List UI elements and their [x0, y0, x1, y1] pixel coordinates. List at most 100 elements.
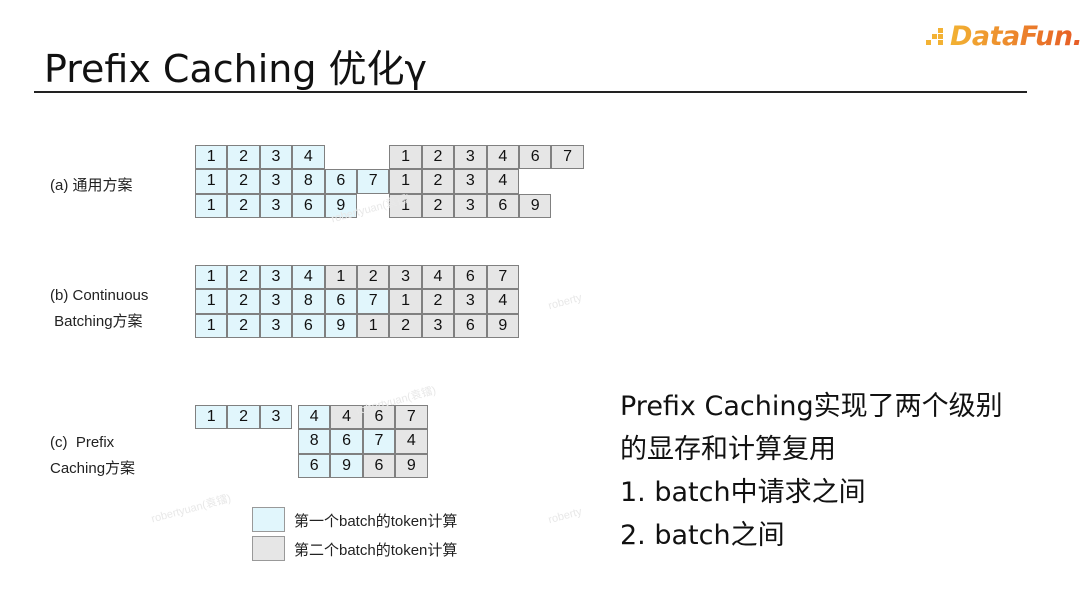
- token-cell: 9: [486, 313, 519, 338]
- token-cell: 9: [519, 193, 552, 218]
- title-divider: [34, 91, 1027, 93]
- section-b-label: (b) Continuous Batching方案: [50, 283, 148, 335]
- token-cell: 4: [330, 405, 363, 430]
- token-cell: 1: [195, 169, 228, 194]
- token-cell: 1: [357, 313, 390, 338]
- token-cell: 6: [324, 289, 357, 314]
- token-cell: 1: [389, 289, 422, 314]
- token-cell: 3: [259, 169, 293, 194]
- token-cell: 4: [486, 145, 519, 170]
- token-cell: 7: [357, 289, 390, 314]
- token-cell: 8: [292, 169, 325, 194]
- token-cell: 8: [298, 429, 331, 454]
- token-cell: 2: [227, 405, 260, 430]
- datafun-logo: DataFun.: [926, 16, 1080, 56]
- token-cell: 3: [259, 193, 293, 218]
- token-cell: 7: [486, 265, 519, 290]
- token-cell: 4: [298, 405, 331, 430]
- logo-text: DataFun.: [950, 21, 1080, 52]
- watermark: roberty: [547, 505, 584, 527]
- token-cell: 1: [195, 289, 228, 314]
- token-cell: 6: [292, 313, 325, 338]
- token-cell: 2: [227, 313, 260, 338]
- legend-label-batch2: 第二个batch的token计算: [294, 542, 458, 559]
- token-cell: 7: [551, 145, 584, 170]
- label-line: (a) 通用方案: [50, 177, 133, 194]
- token-cell: 7: [395, 405, 428, 430]
- note-line: 2. batch之间: [620, 520, 785, 551]
- token-cell: 1: [195, 145, 228, 170]
- token-cell: 4: [292, 265, 325, 290]
- legend-swatch-batch2: [252, 536, 285, 561]
- label-line: (c) Prefix: [50, 434, 115, 451]
- token-cell: 2: [421, 145, 455, 170]
- token-cell: 3: [259, 313, 293, 338]
- token-cell: 6: [362, 405, 396, 430]
- token-cell: 6: [519, 145, 552, 170]
- token-cell: 8: [292, 289, 325, 314]
- token-cell: 3: [454, 289, 487, 314]
- token-cell: 9: [324, 313, 357, 338]
- token-cell: 6: [330, 429, 363, 454]
- token-cell: 2: [421, 193, 455, 218]
- token-cell: 6: [362, 453, 396, 478]
- token-cell: 6: [454, 265, 487, 290]
- token-cell: 1: [195, 405, 228, 430]
- token-cell: 3: [454, 193, 487, 218]
- legend-swatch-batch1: [252, 507, 285, 532]
- summary-notes: Prefix Caching实现了两个级别 的显存和计算复用 1. batch中…: [620, 385, 1003, 557]
- token-cell: 3: [259, 289, 293, 314]
- token-cell: 6: [486, 193, 519, 218]
- token-cell: 1: [389, 145, 422, 170]
- token-cell: 3: [259, 405, 293, 430]
- token-cell: 3: [454, 169, 487, 194]
- token-cell: 1: [324, 265, 357, 290]
- token-cell: 4: [395, 429, 428, 454]
- token-cell: 1: [195, 265, 228, 290]
- token-cell: 9: [324, 193, 357, 218]
- token-cell: 2: [227, 193, 260, 218]
- token-cell: 7: [362, 429, 396, 454]
- token-cell: 6: [298, 453, 331, 478]
- section-a-label: (a) 通用方案: [50, 173, 133, 199]
- token-cell: 6: [454, 313, 487, 338]
- token-cell: 2: [421, 289, 455, 314]
- token-cell: 9: [330, 453, 363, 478]
- slide-title: Prefix Caching 优化γ: [44, 47, 428, 91]
- token-cell: 1: [389, 169, 422, 194]
- legend-label-batch1: 第一个batch的token计算: [294, 513, 458, 530]
- token-cell: 3: [421, 313, 455, 338]
- token-cell: 3: [389, 265, 422, 290]
- section-c-label: (c) Prefix Caching方案: [50, 430, 135, 482]
- label-line: (b) Continuous: [50, 287, 149, 304]
- note-line: 的显存和计算复用: [620, 434, 836, 465]
- watermark: robertyuan(袁镭): [150, 492, 233, 526]
- token-cell: 2: [227, 265, 260, 290]
- label-line: Caching方案: [50, 460, 136, 477]
- token-cell: 7: [357, 169, 390, 194]
- token-cell: 1: [195, 313, 228, 338]
- token-cell: 4: [486, 289, 519, 314]
- token-cell: 2: [227, 289, 260, 314]
- token-cell: 3: [259, 265, 293, 290]
- token-cell: 9: [395, 453, 428, 478]
- logo-dots-icon: [926, 26, 948, 46]
- token-cell: 1: [389, 193, 422, 218]
- token-cell: 6: [292, 193, 325, 218]
- token-cell: 1: [195, 193, 228, 218]
- token-cell: 6: [324, 169, 357, 194]
- token-cell: 4: [292, 145, 325, 170]
- note-line: Prefix Caching实现了两个级别: [620, 391, 1003, 422]
- token-cell: 2: [227, 169, 260, 194]
- token-cell: 3: [259, 145, 293, 170]
- label-line: Batching方案: [50, 313, 143, 330]
- token-cell: 2: [357, 265, 390, 290]
- note-line: 1. batch中请求之间: [620, 477, 866, 508]
- token-cell: 3: [454, 145, 487, 170]
- watermark: roberty: [547, 291, 584, 313]
- token-cell: 4: [486, 169, 519, 194]
- token-cell: 2: [227, 145, 260, 170]
- token-cell: 4: [421, 265, 455, 290]
- token-cell: 2: [389, 313, 422, 338]
- token-cell: 2: [421, 169, 455, 194]
